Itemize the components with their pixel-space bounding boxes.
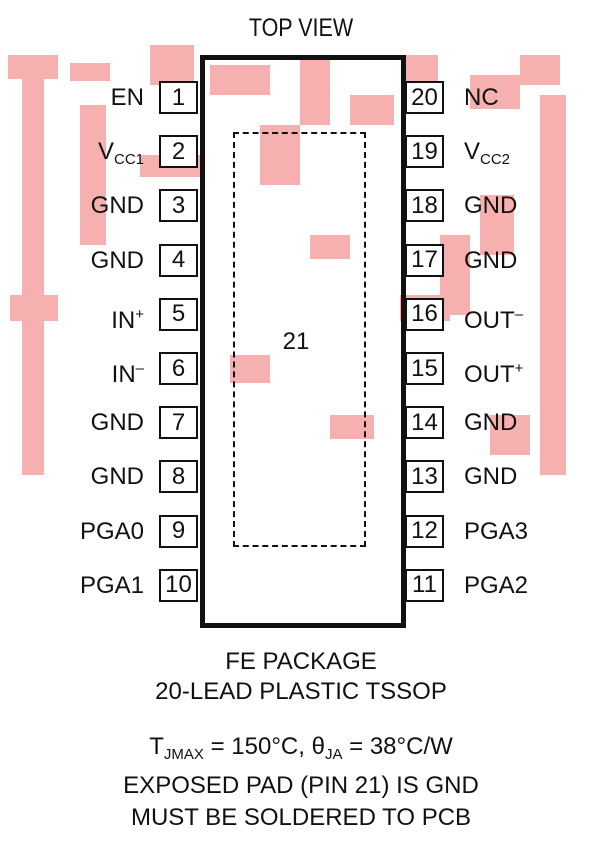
left-pin-name: IN– — [14, 352, 144, 391]
right-pin-name: GND — [464, 189, 594, 222]
left-pin-number-box: 10 — [159, 568, 198, 602]
right-pin-number-box: 14 — [405, 406, 444, 440]
pin-name-subscript: CC2 — [480, 151, 511, 169]
solder-note: MUST BE SOLDERED TO PCB — [130, 804, 472, 831]
right-pin-number-box: 12 — [405, 514, 444, 548]
right-pin-name: GND — [464, 460, 594, 493]
theta-symbol: θ — [311, 733, 325, 760]
package-name: FE PACKAGE — [225, 648, 377, 675]
right-pin-name: PGA3 — [464, 515, 594, 548]
right-pin-number-box: 11 — [405, 568, 444, 602]
package-description: 20-LEAD PLASTIC TSSOP — [155, 678, 447, 705]
left-pin-number-box: 4 — [159, 243, 198, 277]
left-pin-number-box: 7 — [159, 406, 198, 440]
left-pin-number-box: 8 — [159, 460, 198, 494]
pin-name-text: GND — [90, 409, 144, 437]
left-pin-number-box: 2 — [159, 135, 198, 169]
left-pin-number-box: 3 — [159, 189, 198, 223]
pin-name-text: PGA3 — [464, 517, 529, 545]
pin-name-subscript: CC1 — [113, 151, 144, 169]
pin-name-text: GND — [90, 192, 144, 220]
exposed-pad — [233, 132, 366, 547]
left-pin-name: GND — [14, 189, 144, 222]
thermal-spec: TJMAX = 150°C, θJA = 38°C/W — [0, 733, 602, 763]
pin-name-text: PGA1 — [79, 571, 144, 599]
left-pin-name: VCC1 — [14, 135, 144, 176]
diagram-title: TOP VIEW — [248, 14, 354, 42]
right-pin-number-box: 18 — [405, 189, 444, 223]
right-pin-name: NC — [464, 81, 594, 114]
right-pin-name: PGA2 — [464, 569, 594, 602]
right-pin-number-box: 20 — [405, 81, 444, 114]
right-pin-name: VCC2 — [464, 135, 594, 176]
pin-name-text: GND — [464, 246, 518, 274]
ic-package-body — [200, 55, 406, 628]
left-pin-name: GND — [14, 244, 144, 277]
pin-name-superscript: + — [135, 305, 144, 323]
pin-name-text: IN — [111, 306, 136, 334]
tjmax-value: = 150°C, — [203, 733, 312, 760]
pin-name-text: OUT — [464, 306, 515, 334]
left-pin-number-box: 5 — [159, 297, 198, 331]
pin-name-text: V — [464, 138, 481, 166]
left-pin-number-box: 9 — [159, 514, 198, 548]
right-pin-name: OUT+ — [464, 352, 594, 391]
pin-name-text: PGA2 — [464, 571, 529, 599]
pin-name-text: GND — [464, 409, 518, 437]
tjmax-subscript: JMAX — [163, 746, 204, 763]
pin-name-text: V — [97, 138, 114, 166]
right-pin-number-box: 15 — [405, 352, 444, 385]
pin-name-text: IN — [111, 361, 136, 388]
right-pin-name: GND — [464, 244, 594, 277]
left-pin-name: GND — [14, 460, 144, 493]
right-pin-name: GND — [464, 406, 594, 439]
left-pin-name: IN+ — [14, 298, 144, 337]
pin-name-text: GND — [464, 463, 518, 491]
exposed-pad-note: EXPOSED PAD (PIN 21) IS GND — [123, 772, 479, 799]
pin-name-superscript: + — [514, 360, 524, 377]
left-pin-name: GND — [14, 406, 144, 439]
pin-name-text: GND — [464, 192, 518, 220]
left-pin-name: EN — [14, 81, 144, 114]
theta-subscript: JA — [324, 746, 343, 763]
right-pin-number-box: 19 — [405, 135, 444, 169]
right-pin-number-box: 13 — [405, 460, 444, 494]
pin-name-superscript: – — [135, 360, 144, 377]
left-pin-number-box: 1 — [159, 81, 198, 114]
exposed-pad-number: 21 — [282, 328, 310, 355]
left-pin-number-box: 6 — [159, 352, 198, 385]
pin-name-text: OUT — [464, 361, 515, 388]
left-pin-name: PGA0 — [14, 515, 144, 548]
pin-name-text: GND — [90, 246, 144, 274]
right-pin-number-box: 17 — [405, 243, 444, 277]
pin-name-text: GND — [90, 463, 144, 491]
theta-value: = 38°C/W — [342, 733, 453, 760]
pin-name-text: PGA0 — [79, 517, 144, 545]
pin-name-text: EN — [110, 84, 144, 111]
right-pin-number-box: 16 — [405, 297, 444, 331]
tjmax-symbol: T — [149, 733, 164, 760]
right-pin-name: OUT– — [464, 298, 594, 337]
left-pin-name: PGA1 — [14, 569, 144, 602]
pin-name-superscript: – — [514, 305, 524, 323]
pin-name-text: NC — [464, 84, 499, 111]
